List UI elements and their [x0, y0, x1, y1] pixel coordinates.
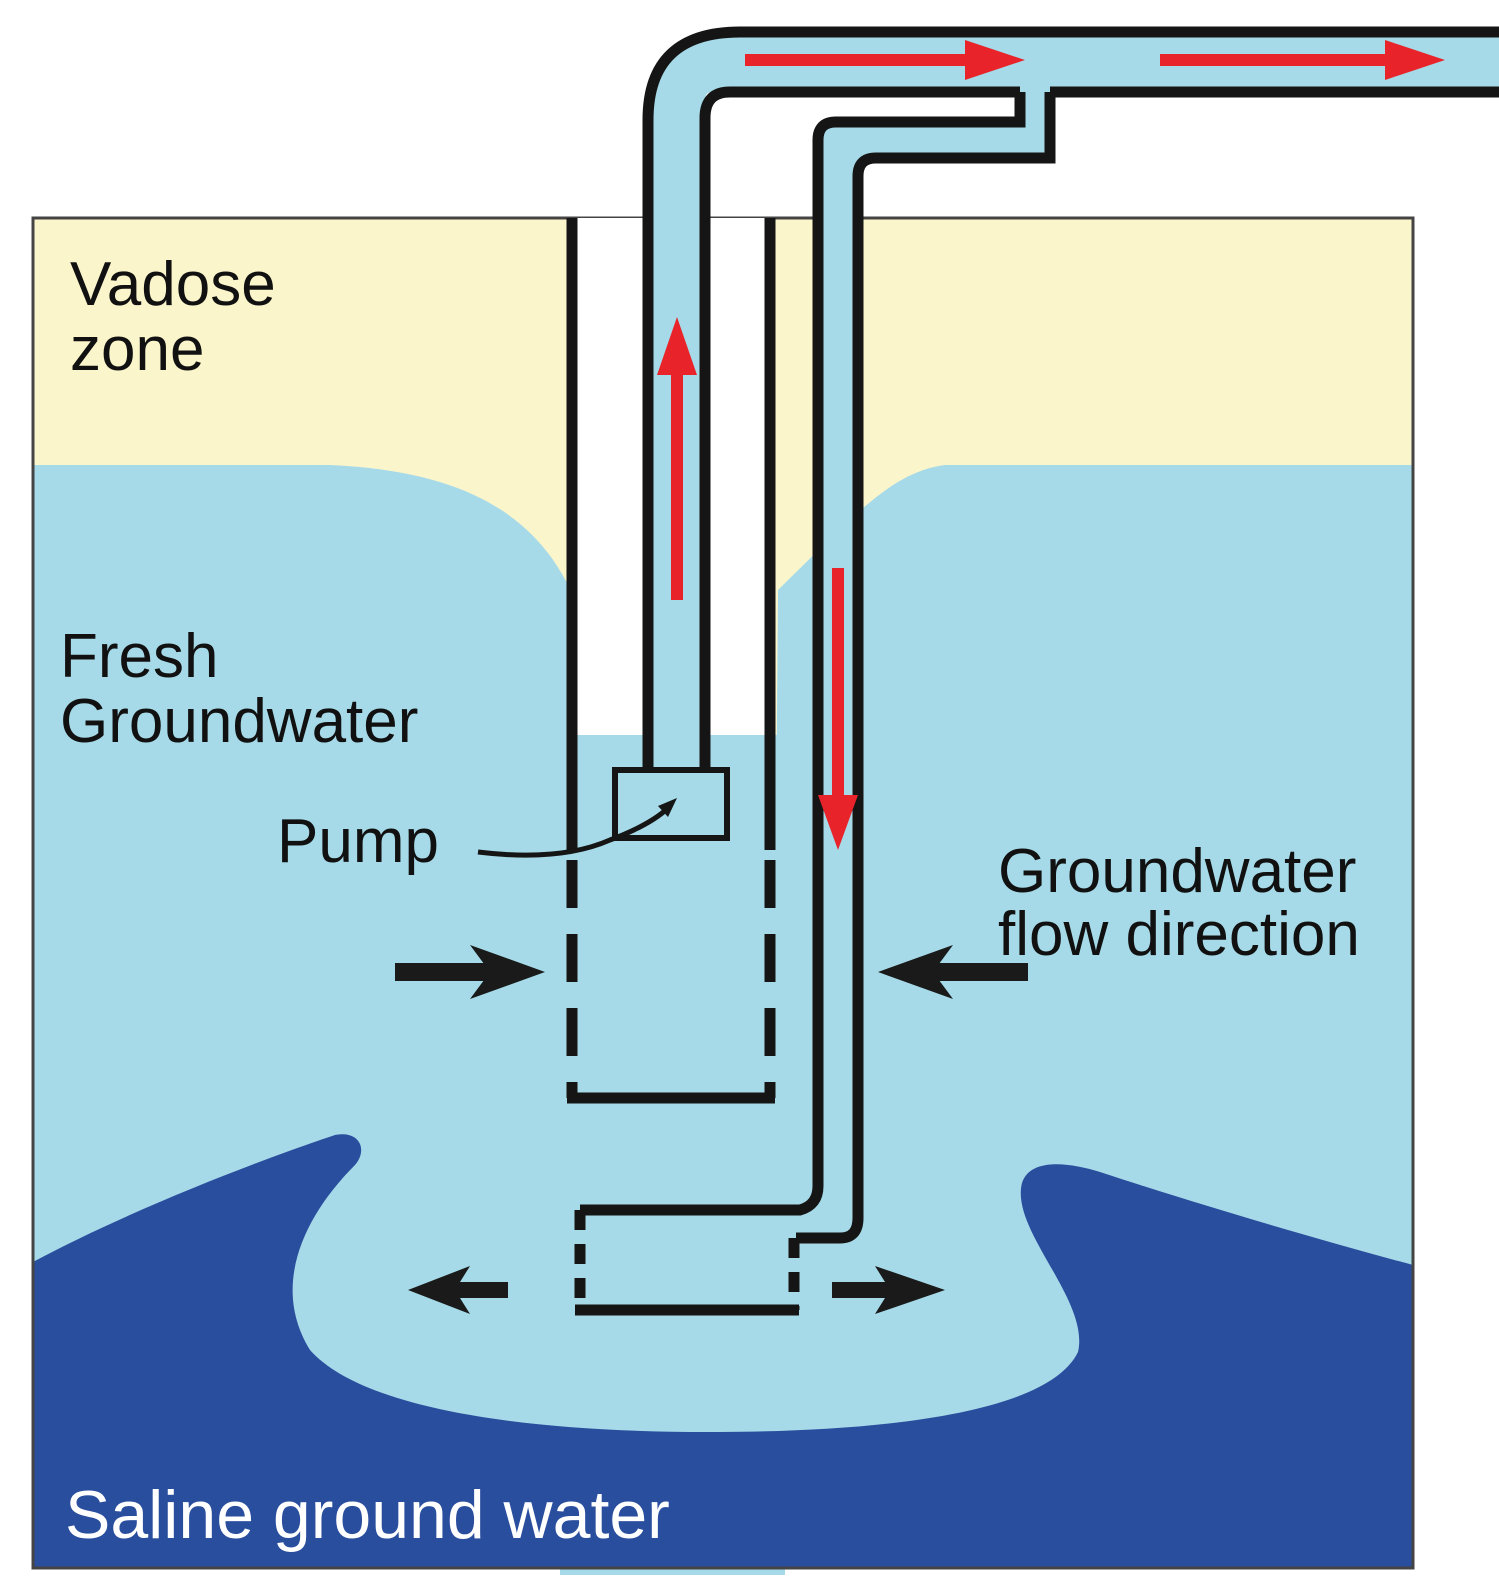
saline-groundwater-region: [33, 1134, 1413, 1568]
flow-arrow-top-right-2: [1160, 40, 1445, 80]
groundwater-flow-label-line1: Groundwater: [998, 837, 1356, 906]
discharge-pipe-outline: [642, 26, 1499, 770]
groundwater-arrow-left-out: [408, 1266, 508, 1314]
groundwater-arrows: [395, 945, 1028, 1314]
groundwater-arrow-left-in: [395, 945, 545, 999]
fresh-groundwater-label-line2: Groundwater: [60, 687, 418, 756]
saline-groundwater-label: Saline ground water: [65, 1477, 670, 1553]
pump-leader-line: [477, 806, 670, 858]
injection-pipe-outer: [580, 92, 1026, 1216]
groundwater-arrow-right-in: [878, 945, 1028, 999]
flow-arrow-top-right-1: [745, 40, 1025, 80]
groundwater-flow-label-line2: flow direction: [998, 900, 1360, 969]
flow-arrow-up: [657, 317, 697, 600]
pump-label: Pump: [277, 807, 439, 876]
injection-pipe-inner: [796, 92, 1056, 1244]
groundwater-arrow-right-out: [832, 1266, 945, 1314]
fresh-groundwater-label-line1: Fresh: [60, 622, 218, 691]
flow-arrow-down: [818, 568, 858, 850]
vadose-zone-label-line1: Vadose: [70, 250, 276, 319]
pump-leader-arrowhead: [658, 798, 677, 817]
flow-arrows: [657, 40, 1445, 850]
discharge-pipe-inner-outline: [699, 86, 1020, 770]
vadose-zone-label-line2: zone: [70, 315, 204, 384]
